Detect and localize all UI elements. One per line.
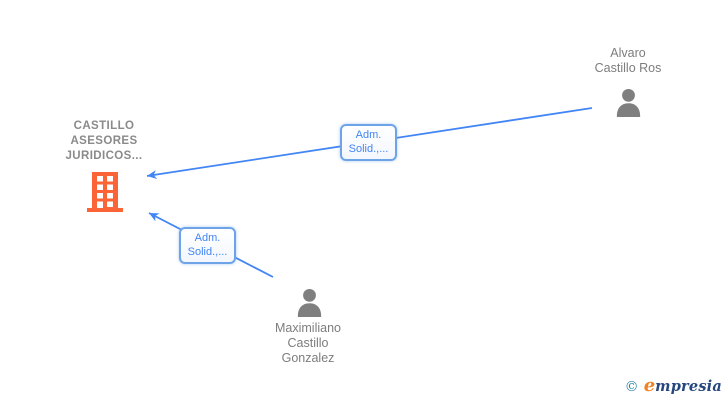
company-name-line: JURIDICOS...: [65, 150, 143, 162]
company-name-line: ASESORES: [70, 135, 138, 147]
person-name-line: Gonzalez: [281, 351, 335, 365]
person-icon-maximiliano[interactable]: [294, 287, 325, 318]
person-name-line: Castillo Ros: [594, 61, 662, 75]
edge-label-line: Solid.,...: [348, 143, 389, 155]
brand-letter-e: e: [643, 375, 656, 396]
company-name[interactable]: CASTILLO ASESORES JURIDICOS...: [36, 119, 172, 164]
person-icon-alvaro[interactable]: [613, 87, 644, 118]
company-name-line: CASTILLO: [73, 120, 135, 132]
person-name-line: Alvaro: [610, 46, 646, 60]
edge-label-alvaro-company[interactable]: Adm. Solid.,...: [340, 124, 397, 161]
brand-text: mpresia: [655, 378, 722, 395]
edge-label-line: Solid.,...: [187, 246, 228, 258]
empresia-logo[interactable]: © empresia: [625, 375, 722, 396]
copyright-icon: ©: [624, 379, 639, 395]
person-name-alvaro[interactable]: Alvaro Castillo Ros: [557, 46, 699, 76]
person-name-line: Castillo: [287, 336, 329, 350]
building-icon[interactable]: [87, 172, 123, 212]
edge-label-line: Adm.: [355, 129, 382, 141]
person-name-line: Maximiliano: [275, 321, 341, 335]
edge-label-maximiliano-company[interactable]: Adm. Solid.,...: [179, 227, 236, 264]
edge-label-line: Adm.: [194, 232, 221, 244]
person-name-maximiliano[interactable]: Maximiliano Castillo Gonzalez: [237, 321, 379, 366]
